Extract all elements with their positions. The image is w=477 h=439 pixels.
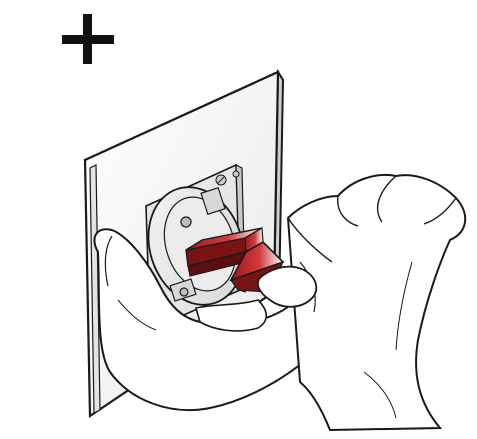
right-hand [288, 175, 465, 430]
plus-icon [62, 14, 114, 64]
